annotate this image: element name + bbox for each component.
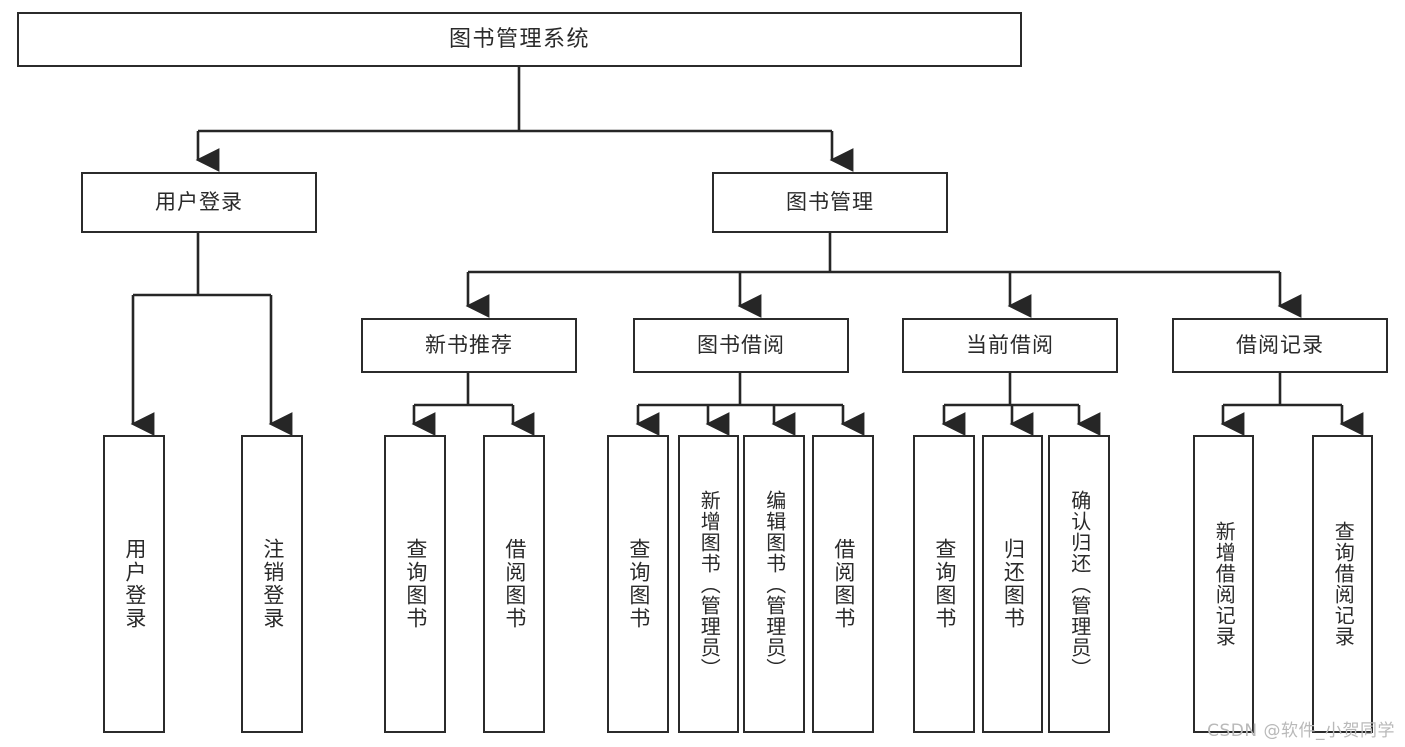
node-book-borrow-label: 图书借阅: [697, 333, 785, 358]
node-leaf-confirm-return-admin[interactable]: 确认归还（管理员）: [1048, 435, 1110, 733]
node-leaf-borrow-book-2[interactable]: 借阅图书: [812, 435, 874, 733]
node-borrow-record[interactable]: 借阅记录: [1172, 318, 1388, 373]
node-leaf-query-borrow-record-label: 查询借阅记录: [1331, 521, 1356, 647]
node-leaf-add-borrow-record-label: 新增借阅记录: [1212, 521, 1237, 647]
node-leaf-return-book[interactable]: 归还图书: [982, 435, 1043, 733]
node-leaf-return-book-label: 归还图书: [1001, 538, 1026, 630]
node-root-label: 图书管理系统: [448, 26, 590, 52]
node-borrow-record-label: 借阅记录: [1236, 333, 1324, 358]
node-leaf-edit-book-admin[interactable]: 编辑图书（管理员）: [743, 435, 805, 733]
node-leaf-query-book-1[interactable]: 查询图书: [384, 435, 446, 733]
node-user-login[interactable]: 用户登录: [81, 172, 317, 233]
node-leaf-confirm-return-admin-label: 确认归还（管理员）: [1067, 489, 1092, 679]
node-leaf-query-book-2[interactable]: 查询图书: [607, 435, 669, 733]
node-leaf-query-book-2-label: 查询图书: [626, 538, 651, 630]
node-leaf-borrow-book-2-label: 借阅图书: [831, 538, 856, 630]
node-leaf-query-book-3[interactable]: 查询图书: [913, 435, 975, 733]
node-leaf-add-borrow-record[interactable]: 新增借阅记录: [1193, 435, 1254, 733]
node-leaf-query-book-1-label: 查询图书: [403, 538, 428, 630]
node-book-borrow[interactable]: 图书借阅: [633, 318, 849, 373]
node-leaf-borrow-book-1[interactable]: 借阅图书: [483, 435, 545, 733]
node-current-borrow-label: 当前借阅: [966, 333, 1054, 358]
node-leaf-add-book-admin-label: 新增图书（管理员）: [697, 489, 722, 679]
node-leaf-user-login[interactable]: 用户登录: [103, 435, 165, 733]
node-user-login-label: 用户登录: [155, 190, 243, 215]
node-leaf-query-borrow-record[interactable]: 查询借阅记录: [1312, 435, 1373, 733]
node-current-borrow[interactable]: 当前借阅: [902, 318, 1118, 373]
node-leaf-query-book-3-label: 查询图书: [932, 538, 957, 630]
node-leaf-logout[interactable]: 注销登录: [241, 435, 303, 733]
node-leaf-borrow-book-1-label: 借阅图书: [502, 538, 527, 630]
node-leaf-user-login-label: 用户登录: [122, 538, 147, 630]
node-new-book-rec[interactable]: 新书推荐: [361, 318, 577, 373]
csdn-watermark: CSDN @软件_小贺同学: [1207, 721, 1395, 741]
node-new-book-rec-label: 新书推荐: [425, 333, 513, 358]
node-book-manage[interactable]: 图书管理: [712, 172, 948, 233]
node-leaf-edit-book-admin-label: 编辑图书（管理员）: [762, 489, 787, 679]
node-leaf-logout-label: 注销登录: [260, 538, 285, 630]
node-root[interactable]: 图书管理系统: [17, 12, 1022, 67]
node-leaf-add-book-admin[interactable]: 新增图书（管理员）: [678, 435, 739, 733]
node-book-manage-label: 图书管理: [786, 190, 874, 215]
